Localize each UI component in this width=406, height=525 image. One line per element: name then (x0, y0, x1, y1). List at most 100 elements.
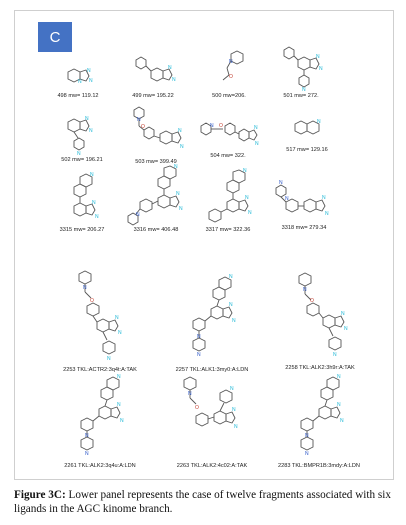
svg-text:N: N (176, 191, 180, 197)
svg-text:N: N (197, 334, 201, 340)
svg-text:N: N (85, 116, 89, 122)
svg-text:N: N (245, 195, 249, 201)
svg-text:N: N (85, 433, 89, 439)
fragment-3315: N N N 3315 mw= 206.27 (48, 172, 116, 233)
svg-text:N: N (107, 356, 111, 362)
svg-text:N: N (230, 386, 234, 392)
svg-text:N: N (319, 66, 323, 72)
svg-text:N: N (333, 352, 337, 358)
fragment-label: 500 mw=206. (212, 93, 246, 99)
figure-frame (14, 10, 394, 480)
fragment-517-structure: N (294, 119, 321, 135)
svg-text:N: N (117, 402, 121, 408)
svg-text:N: N (87, 68, 91, 74)
fragment-label: 498 mw= 119.12 (57, 93, 99, 99)
svg-text:N: N (180, 144, 184, 150)
fragment-498-structure: NNN (67, 68, 93, 85)
svg-text:N: N (118, 330, 122, 336)
svg-text:O: O (229, 74, 233, 80)
svg-text:N: N (90, 172, 94, 178)
fragment-500-structure: NO (222, 50, 244, 81)
fragment-label: 499 mw= 195.22 (132, 93, 174, 99)
fragment-label: 504 mw= 322. (210, 153, 246, 159)
svg-text:N: N (279, 180, 283, 186)
svg-text:N: N (344, 326, 348, 332)
svg-text:N: N (77, 151, 81, 157)
svg-text:N: N (322, 195, 326, 201)
svg-text:N: N (168, 65, 172, 71)
svg-text:N: N (178, 128, 182, 134)
svg-text:N: N (340, 418, 344, 424)
svg-text:N: N (303, 287, 307, 293)
svg-text:N: N (285, 196, 289, 202)
fragment-label: 3315 mw= 206.27 (59, 227, 105, 233)
fragment-3317-structure: NNN (208, 168, 252, 223)
svg-text:N: N (305, 451, 309, 457)
fragment-3315-structure: N N N (73, 172, 99, 220)
svg-text:O: O (310, 298, 314, 304)
ligand-2257: N N N N N 2257 TKL:ALK1:3my0:A:LDN (162, 274, 262, 373)
fragment-499-structure: NN (135, 56, 176, 83)
svg-text:N: N (341, 311, 345, 317)
svg-text:N: N (229, 302, 233, 308)
panel-label: C (38, 22, 72, 52)
svg-text:N: N (179, 206, 183, 212)
svg-text:O: O (90, 298, 94, 304)
svg-text:N: N (229, 274, 233, 280)
caption-lead: Figure 3C: (14, 489, 66, 501)
svg-text:N: N (254, 125, 258, 131)
figure-caption: Figure 3C: Lower panel represents the ca… (14, 488, 394, 516)
ligand-label: 2261 TKL:ALK2:3q4u:A:LDN (64, 463, 136, 469)
svg-text:O: O (195, 405, 199, 411)
svg-text:N: N (255, 141, 259, 147)
fragment-label: 3318 mw= 279.34 (281, 225, 327, 231)
svg-text:N: N (229, 59, 233, 65)
ligand-label: 2257 TKL:ALK1:3my0:A:LDN (175, 367, 249, 373)
svg-text:N: N (85, 451, 89, 457)
svg-text:N: N (302, 87, 306, 93)
fragment-label: 3317 mw= 322.36 (205, 227, 251, 233)
svg-text:O: O (141, 124, 145, 130)
fragment-label: 517 mw= 129.16 (286, 147, 328, 153)
svg-text:N: N (197, 352, 201, 358)
ligand-label: 2263 TKL:ALK2:4c02:A:TAK (176, 463, 248, 469)
caption-text: Lower panel represents the case of twelv… (14, 489, 391, 515)
svg-text:N: N (232, 318, 236, 324)
ligand-label: 2253 TKL:ACTR2:3q4t:A:TAK (63, 367, 137, 373)
fragment-501-structure: NNN (283, 46, 323, 93)
svg-text:N: N (78, 79, 82, 85)
svg-text:N: N (317, 119, 321, 125)
svg-text:N: N (232, 407, 236, 413)
svg-text:N: N (174, 164, 178, 170)
fragment-label: 501 mw= 272. (283, 93, 319, 99)
ligand-label: 2283 TKL:BMPR1B:3mdy:A:LDN (278, 463, 360, 469)
svg-text:N: N (95, 214, 99, 220)
svg-text:N: N (115, 315, 119, 321)
svg-text:N: N (316, 54, 320, 60)
fragment-label: 503 mw= 399.49 (135, 159, 177, 165)
svg-text:N: N (188, 391, 192, 397)
svg-text:N: N (92, 200, 96, 206)
